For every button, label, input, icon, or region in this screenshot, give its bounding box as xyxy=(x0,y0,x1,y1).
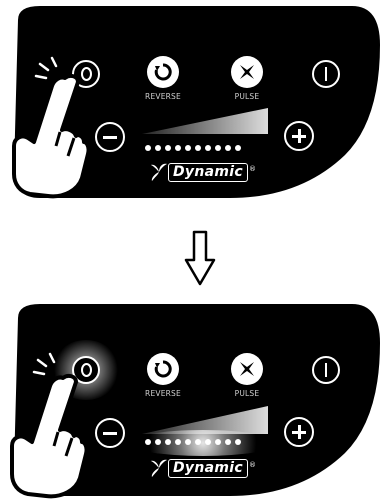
press-rays-icon xyxy=(32,352,72,388)
speed-dot xyxy=(195,145,201,151)
minus-icon xyxy=(103,136,117,139)
control-panel-after: REVERSE PULSE Dynamic ® xyxy=(0,298,391,498)
speed-dot xyxy=(195,439,201,445)
pulse-icon xyxy=(237,359,257,379)
dynamic-logo: Dynamic ® xyxy=(150,458,256,478)
power-off-icon xyxy=(325,67,328,81)
speed-dot xyxy=(165,439,171,445)
speed-dot xyxy=(145,439,151,445)
pulse-label: PULSE xyxy=(217,389,277,398)
blade-logo-icon xyxy=(150,162,168,182)
speed-dot xyxy=(205,145,211,151)
speed-dot xyxy=(175,145,181,151)
speed-indicator-dots xyxy=(145,439,241,445)
speed-dot xyxy=(185,145,191,151)
control-panel-before: REVERSE PULSE Dynamic ® xyxy=(0,0,391,200)
power-off-icon xyxy=(325,363,328,377)
speed-dot xyxy=(145,145,151,151)
speed-dot xyxy=(165,145,171,151)
brand-name: Dynamic xyxy=(168,459,248,478)
speed-indicator-dots xyxy=(145,145,241,151)
speed-dot xyxy=(185,439,191,445)
pulse-label: PULSE xyxy=(217,92,277,101)
speed-down-button[interactable] xyxy=(95,418,125,448)
power-off-button[interactable] xyxy=(312,356,340,384)
power-off-button[interactable] xyxy=(312,60,340,88)
brand-name: Dynamic xyxy=(168,163,248,182)
pulse-icon xyxy=(237,62,257,82)
registered-mark: ® xyxy=(249,461,256,469)
dynamic-logo: Dynamic ® xyxy=(150,162,256,182)
speed-dot xyxy=(225,145,231,151)
speed-dot xyxy=(235,145,241,151)
speed-dot xyxy=(235,439,241,445)
reverse-icon xyxy=(153,62,173,82)
down-arrow-icon xyxy=(183,230,217,288)
speed-dot xyxy=(175,439,181,445)
pulse-button[interactable] xyxy=(231,56,263,88)
speed-dot xyxy=(155,145,161,151)
pulse-button[interactable] xyxy=(231,353,263,385)
press-rays-icon xyxy=(34,56,74,92)
reverse-label: REVERSE xyxy=(133,92,193,101)
speed-up-button[interactable] xyxy=(284,417,314,447)
speed-dot xyxy=(155,439,161,445)
speed-dot xyxy=(225,439,231,445)
speed-dot xyxy=(215,439,221,445)
blade-logo-icon xyxy=(150,458,168,478)
speed-dot xyxy=(205,439,211,445)
reverse-button[interactable] xyxy=(147,353,179,385)
reverse-icon xyxy=(153,359,173,379)
speed-down-button[interactable] xyxy=(95,122,125,152)
registered-mark: ® xyxy=(249,165,256,173)
plus-icon xyxy=(292,425,306,439)
reverse-button[interactable] xyxy=(147,56,179,88)
speed-up-button[interactable] xyxy=(284,121,314,151)
plus-icon xyxy=(292,129,306,143)
speed-dot xyxy=(215,145,221,151)
minus-icon xyxy=(103,432,117,435)
reverse-label: REVERSE xyxy=(133,389,193,398)
